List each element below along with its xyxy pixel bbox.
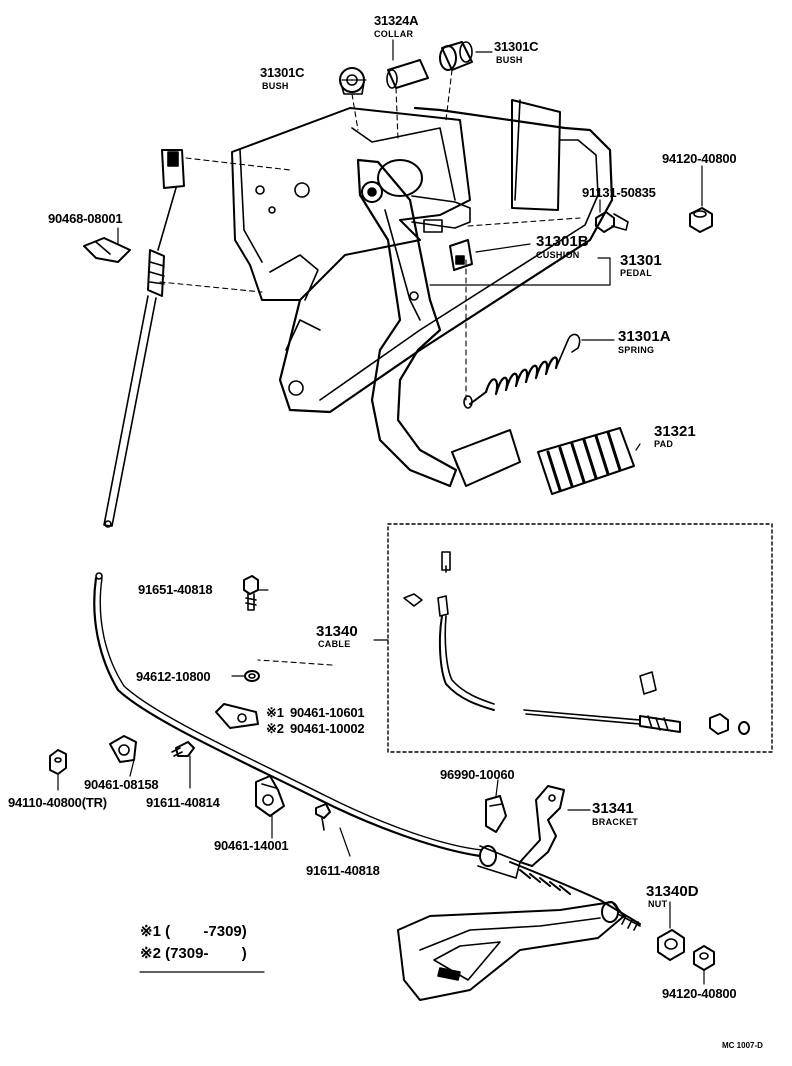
clutch-switch-rod: [103, 149, 185, 528]
label-31340: 31340: [316, 623, 358, 640]
label-94120-40800-bottom: 94120-40800: [662, 986, 737, 1001]
label-31341: 31341: [592, 800, 634, 817]
pedal-pad-mounted: [451, 429, 521, 487]
clamp-90461-14001: [255, 775, 285, 817]
label-91131-50835: 91131-50835: [582, 185, 656, 200]
cushion-31301b: [449, 239, 473, 271]
cable-end-fitting: [477, 845, 641, 931]
dashed-leaders: [159, 69, 581, 666]
bolt-91651-40818: [243, 575, 259, 611]
bolt-91611-40814: [171, 741, 195, 757]
label-bush-right: BUSH: [496, 55, 523, 65]
return-spring-31301a: [463, 333, 581, 409]
label-31301c-right: 31301C: [494, 39, 539, 54]
release-fork: [397, 901, 625, 1001]
label-mark-1: ※1: [266, 705, 284, 720]
label-31301b: 31301B: [536, 233, 589, 250]
clamp-90461-10601: [215, 703, 259, 729]
label-90461-14001: 90461-14001: [214, 838, 289, 853]
label-spring: SPRING: [618, 345, 655, 355]
clip-90468-08001: [83, 237, 131, 263]
cable-assembly-box: [387, 523, 773, 753]
label-31301a: 31301A: [618, 328, 671, 345]
label-cable: CABLE: [318, 639, 351, 649]
label-leader-lines: [57, 39, 705, 985]
nut-94120-bottom: [693, 945, 715, 971]
bush-31301c-right: [439, 41, 473, 71]
grommet-94612-10800: [244, 670, 260, 682]
label-collar: COLLAR: [374, 29, 414, 39]
label-pedal: PEDAL: [620, 268, 653, 278]
bolt-91611-40818: [315, 803, 331, 831]
bolt-91131-50835: [595, 211, 629, 233]
note-mark-1: ※1 ( -7309): [140, 923, 247, 940]
label-pad: PAD: [654, 439, 674, 449]
label-96990-10060: 96990-10060: [440, 767, 515, 782]
nut-94110-40800: [49, 749, 67, 775]
label-90461-10601: 90461-10601: [290, 705, 365, 720]
label-31324a: 31324A: [374, 13, 419, 28]
label-90461-08158: 90461-08158: [84, 777, 159, 792]
label-94120-40800-top: 94120-40800: [662, 151, 737, 166]
label-91651-40818: 91651-40818: [138, 582, 213, 597]
label-cushion: CUSHION: [536, 250, 580, 260]
label-bush-left: BUSH: [262, 81, 289, 91]
clamp-96990-10060: [485, 795, 507, 833]
label-31301c-left: 31301C: [260, 65, 305, 80]
collar-31324a: [386, 59, 429, 89]
label-90461-10002: 90461-10002: [290, 721, 365, 736]
label-31340d: 31340D: [646, 883, 699, 900]
bush-31301c-left: [339, 67, 365, 95]
pedal-pad-31321: [537, 427, 635, 495]
nut-31340d: [657, 929, 685, 961]
label-94110-40800-tr: 94110-40800(TR): [8, 795, 107, 810]
pedal-bracket-arm: [278, 99, 614, 414]
label-mark-2: ※2: [266, 721, 284, 736]
clamp-90461-08158: [109, 735, 137, 763]
note-mark-2: ※2 (7309- ): [140, 945, 247, 962]
bracket-31341: [519, 785, 565, 867]
diagram-reference-code: MC 1007-D: [722, 1041, 763, 1050]
label-bracket: BRACKET: [592, 817, 639, 827]
label-31301: 31301: [620, 252, 662, 269]
label-nut: NUT: [648, 899, 668, 909]
clutch-cable-outer: [93, 572, 483, 858]
label-94612-10800: 94612-10800: [136, 669, 211, 684]
label-91611-40818: 91611-40818: [306, 863, 380, 878]
label-31321: 31321: [654, 423, 696, 440]
nut-94120-top: [689, 207, 713, 233]
label-91611-40814: 91611-40814: [146, 795, 220, 810]
label-90468-08001: 90468-08001: [48, 211, 123, 226]
pedal-support-bracket: [231, 107, 471, 301]
clutch-pedal-arm: [356, 158, 471, 488]
